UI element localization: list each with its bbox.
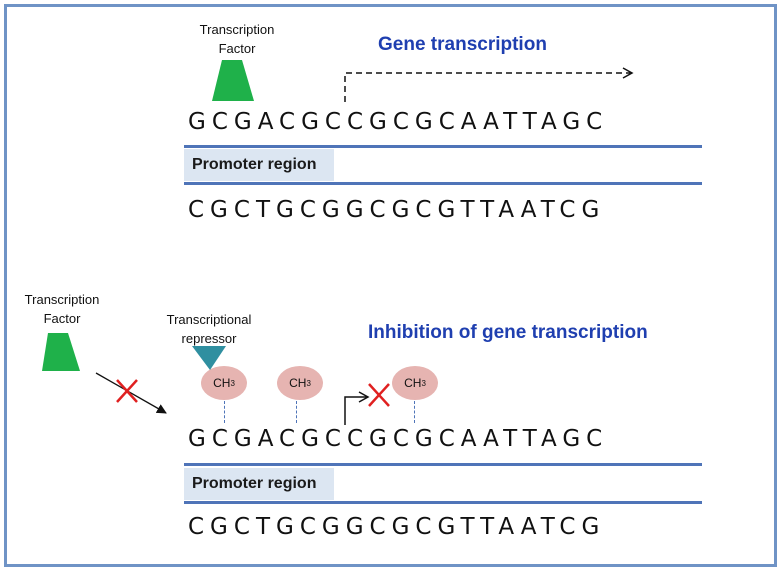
methyl-sub-2: 3 bbox=[306, 378, 311, 388]
bottom-sequence-upper: GCGACGCCGCGCAATTAGC bbox=[188, 426, 609, 452]
transcriptional-repressor-shape bbox=[192, 346, 226, 370]
top-strand-upper bbox=[184, 145, 702, 148]
diagram-frame bbox=[4, 4, 777, 567]
methyl-sub-3: 3 bbox=[421, 378, 426, 388]
methyl-sub-1: 3 bbox=[230, 378, 235, 388]
methyl-link-2 bbox=[296, 401, 297, 423]
top-transcription-factor-shape bbox=[212, 60, 254, 101]
methyl-link-3 bbox=[414, 401, 415, 423]
blocked-transcription-cross-icon bbox=[368, 383, 390, 407]
bottom-strand-lower bbox=[184, 501, 702, 504]
bottom-promoter-region: Promoter region bbox=[184, 468, 334, 500]
blocked-binding-arrow bbox=[95, 372, 167, 414]
repressor-label: Transcriptional repressor bbox=[150, 310, 268, 348]
bottom-strand-upper bbox=[184, 463, 702, 466]
methyl-label-2: CH bbox=[289, 376, 307, 390]
top-tf-label-line1: Transcription bbox=[199, 22, 275, 37]
bottom-tf-label-line1: Transcription bbox=[24, 292, 100, 307]
blocked-binding-cross-icon bbox=[116, 379, 138, 403]
bottom-title: Inhibition of gene transcription bbox=[368, 322, 648, 343]
top-tf-label: Transcription Factor bbox=[182, 20, 292, 58]
top-strand-lower bbox=[184, 182, 702, 185]
repressor-label-line1: Transcriptional bbox=[166, 312, 252, 327]
bottom-sequence-lower: CGCTGCGGCGCGTTAATCG bbox=[188, 514, 606, 540]
methyl-label-3: CH bbox=[404, 376, 422, 390]
bottom-tf-label: Transcription Factor bbox=[8, 290, 116, 328]
bottom-transcription-factor-shape bbox=[42, 333, 80, 371]
top-promoter-region: Promoter region bbox=[184, 149, 334, 181]
top-transcription-arrow bbox=[344, 67, 634, 102]
bottom-tf-label-line2: Factor bbox=[43, 311, 81, 326]
top-tf-label-line2: Factor bbox=[218, 41, 256, 56]
top-sequence-upper: GCGACGCCGCGCAATTAGC bbox=[188, 109, 609, 135]
top-sequence-lower: CGCTGCGGCGCGTTAATCG bbox=[188, 197, 606, 223]
repressor-label-line2: repressor bbox=[181, 331, 237, 346]
methyl-link-1 bbox=[224, 401, 225, 423]
methyl-label-1: CH bbox=[213, 376, 231, 390]
top-title: Gene transcription bbox=[378, 34, 547, 55]
bottom-transcription-arrow bbox=[344, 391, 370, 425]
